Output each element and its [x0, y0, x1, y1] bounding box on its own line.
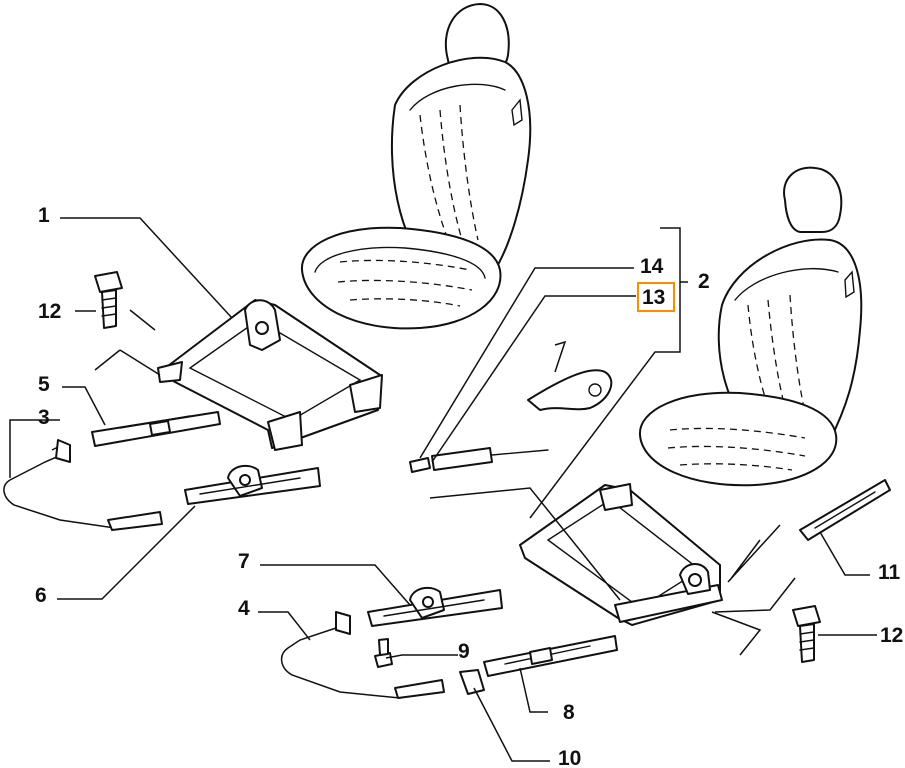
callout-12-right: 12	[880, 624, 903, 647]
part-3-rod	[3, 439, 163, 531]
callout-10: 10	[558, 747, 581, 768]
callout-14: 14	[640, 255, 664, 278]
part-2-seat-frame	[519, 483, 723, 626]
part-9-bolt	[374, 638, 393, 668]
part-11-rail	[799, 479, 891, 541]
highlight-box-13	[637, 282, 675, 312]
part-13-lever	[527, 369, 613, 411]
seat-upper	[300, 3, 532, 330]
part-12-bolt-right	[792, 605, 821, 663]
part-1-seat-frame	[157, 299, 383, 451]
part-6-adjuster	[184, 464, 321, 505]
leader-lines	[9, 217, 877, 762]
callout-6: 6	[35, 584, 47, 607]
seat-lower-right	[638, 166, 863, 487]
part-10-clip	[459, 669, 485, 695]
callout-11: 11	[878, 561, 901, 584]
callout-5: 5	[38, 373, 50, 396]
callout-4: 4	[238, 597, 250, 620]
callout-2: 2	[698, 270, 710, 293]
part-5-rail	[91, 411, 221, 447]
part-14-gas-spring	[409, 447, 549, 473]
callout-9: 9	[458, 640, 470, 663]
callout-8: 8	[563, 701, 575, 724]
part-4-rod	[280, 611, 445, 699]
callout-13: 13	[642, 286, 665, 309]
part-12-bolt-left	[94, 271, 123, 329]
part-7-adjuster	[367, 586, 503, 627]
part-8-rail	[483, 635, 618, 677]
callout-7: 7	[238, 550, 250, 573]
callout-12-left: 12	[38, 300, 61, 323]
callout-1: 1	[38, 204, 50, 227]
callout-3: 3	[38, 406, 50, 429]
